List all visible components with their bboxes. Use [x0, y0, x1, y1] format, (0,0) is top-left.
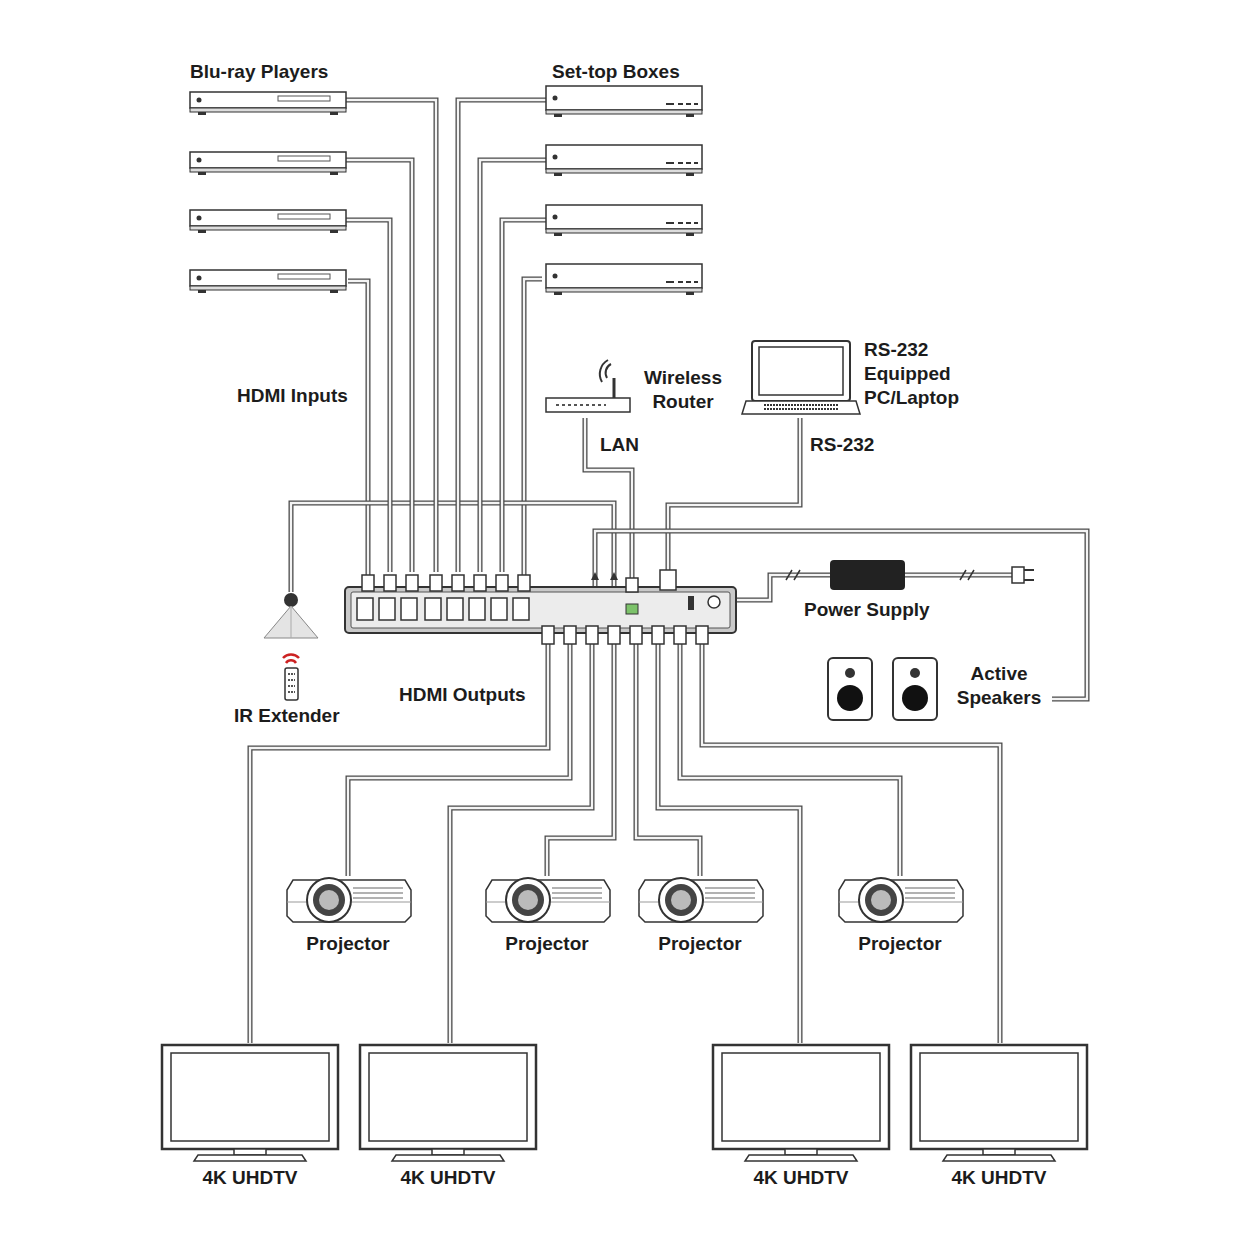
cable-outline	[348, 633, 570, 876]
projector: Projector	[282, 876, 416, 958]
speakers: Active Speakers	[822, 652, 1052, 726]
cable-outline	[524, 279, 542, 587]
tv: 4K UHDTV	[160, 1043, 342, 1195]
cable-core	[636, 633, 700, 876]
hdmi-cable	[736, 575, 800, 600]
hdmi-cable	[524, 279, 542, 587]
projector: Projector	[834, 876, 968, 958]
device-label: 4K UHDTV	[358, 1166, 538, 1190]
device-label: RS-232 Equipped PC/Laptop	[864, 338, 976, 410]
cable-outline	[291, 503, 614, 592]
cable-outline	[702, 633, 1000, 1043]
device-label: 4K UHDTV	[909, 1166, 1089, 1190]
cable-core	[736, 575, 800, 600]
device-group: Set-top Boxes	[542, 58, 706, 298]
cable-core	[348, 633, 570, 876]
hdmi-cable	[702, 633, 1000, 1043]
device-label: Blu-ray Players	[190, 60, 328, 84]
hdmi-cable	[250, 633, 548, 1043]
cable-core	[524, 279, 542, 587]
device-label: Wireless Router	[634, 366, 732, 414]
device-label: 4K UHDTV	[160, 1166, 340, 1190]
cable-core	[668, 418, 800, 587]
hdmi-cable	[636, 633, 700, 876]
tv: 4K UHDTV	[909, 1043, 1091, 1195]
hdmi-cable	[291, 503, 614, 592]
ir-extender: IR Extender	[228, 592, 358, 730]
cable-core	[658, 633, 800, 1043]
hdmi-cable	[547, 633, 614, 876]
device-label: Projector	[282, 932, 414, 956]
device-group: Blu-ray Players	[186, 58, 348, 296]
cable-outline	[250, 633, 548, 1043]
section-label: HDMI Outputs	[397, 683, 528, 707]
device-label: Active Speakers	[948, 662, 1050, 710]
device-label: Projector	[634, 932, 766, 956]
section-label: HDMI Inputs	[235, 384, 350, 408]
cable-core	[702, 633, 1000, 1043]
cable-core	[291, 503, 614, 592]
device-label: Projector	[834, 932, 966, 956]
device-label: Projector	[481, 932, 613, 956]
cable-outline	[348, 281, 368, 587]
projector: Projector	[634, 876, 768, 958]
cable-outline	[636, 633, 700, 876]
device-label: IR Extender	[234, 704, 340, 728]
laptop: RS-232 Equipped PC/Laptop	[738, 336, 978, 418]
cable-core	[348, 281, 368, 587]
hdmi-cable	[348, 281, 368, 587]
hdmi-cable	[680, 633, 900, 876]
cable-core	[250, 633, 548, 1043]
router: Wireless Router	[540, 360, 734, 418]
projector: Projector	[481, 876, 615, 958]
tv: 4K UHDTV	[711, 1043, 893, 1195]
device-label: Power Supply	[804, 598, 930, 622]
cable-core	[547, 633, 614, 876]
cable-outline	[736, 575, 800, 600]
cable-outline	[658, 633, 800, 1043]
cable-outline	[668, 418, 800, 587]
cable-outline	[547, 633, 614, 876]
cable-label: LAN	[598, 433, 641, 457]
device-label: Set-top Boxes	[552, 60, 680, 84]
cable-core	[680, 633, 900, 876]
hdmi-cable	[348, 633, 570, 876]
tv: 4K UHDTV	[358, 1043, 540, 1195]
power-supply: Power Supply	[800, 552, 950, 624]
matrix-switch	[345, 587, 736, 633]
cable-label: RS-232	[808, 433, 876, 457]
hdmi-cable	[668, 418, 800, 587]
device-label: 4K UHDTV	[711, 1166, 891, 1190]
hdmi-cable	[658, 633, 800, 1043]
cable-outline	[680, 633, 900, 876]
